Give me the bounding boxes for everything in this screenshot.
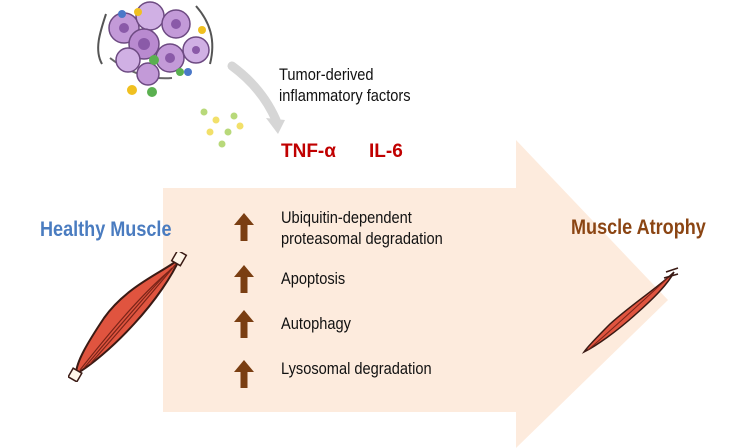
process-ubiquitin-line1: Ubiquitin-dependent — [281, 208, 412, 227]
healthy-muscle-label: Healthy Muscle — [40, 218, 172, 241]
process-arrow-shape — [163, 140, 668, 448]
muscle-atrophy-label: Muscle Atrophy — [571, 216, 706, 239]
tumor-label-line2: inflammatory factors — [279, 86, 411, 105]
atrophic-muscle-icon — [581, 267, 679, 354]
up-arrow-icon — [234, 360, 254, 388]
up-arrow-icon — [234, 310, 254, 338]
curved-arrow-head — [266, 118, 285, 134]
up-arrow-icon — [234, 265, 254, 293]
up-arrow-icon — [234, 213, 254, 241]
process-ubiquitin-line2: proteasomal degradation — [281, 229, 443, 248]
cytokine-il6: IL-6 — [369, 141, 403, 162]
tumor-factors-label: Tumor-derived inflammatory factors — [279, 64, 411, 106]
curved-arrow — [227, 61, 281, 125]
tumor-cells-icon — [97, 1, 214, 97]
released-factors-icon — [200, 108, 244, 148]
healthy-muscle-icon — [68, 252, 188, 382]
process-ubiquitin: Ubiquitin-dependent proteasomal degradat… — [281, 207, 443, 249]
process-apoptosis: Apoptosis — [281, 269, 346, 288]
tumor-label-line1: Tumor-derived — [279, 65, 374, 84]
process-lysosomal: Lysosomal degradation — [281, 359, 432, 378]
process-autophagy: Autophagy — [281, 314, 351, 333]
cytokine-tnf-alpha: TNF-α — [281, 141, 336, 162]
